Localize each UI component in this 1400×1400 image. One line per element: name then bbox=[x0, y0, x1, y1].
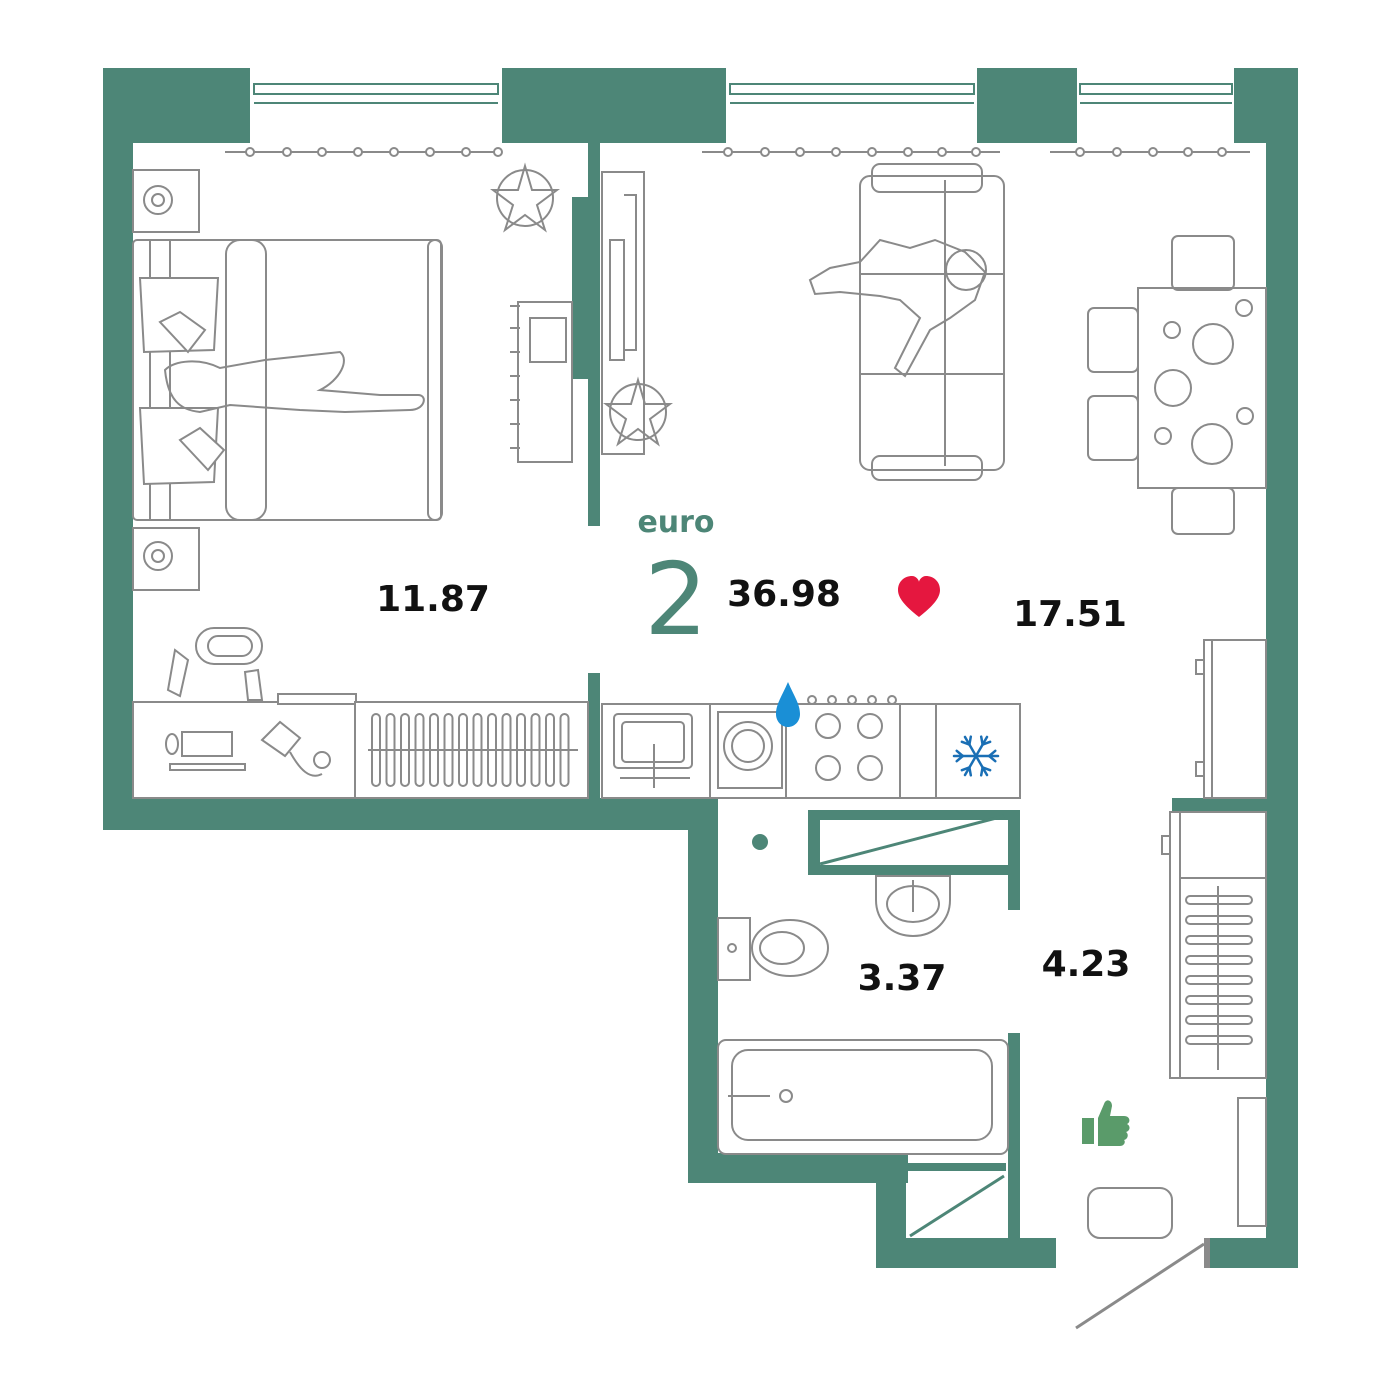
rooms-count: 2 bbox=[644, 541, 708, 658]
hanger bbox=[385, 713, 396, 787]
entrance-door-jamb bbox=[1204, 1238, 1210, 1268]
hanger bbox=[487, 713, 497, 787]
bathroom-area: 3.37 bbox=[858, 958, 947, 999]
hanger bbox=[545, 713, 555, 787]
walls bbox=[103, 68, 1298, 1268]
bathroom-fixtures bbox=[717, 814, 1009, 1238]
hanger bbox=[443, 713, 454, 787]
windows bbox=[253, 83, 1233, 104]
hanger bbox=[516, 713, 526, 787]
thumbs-up-icon bbox=[1082, 1100, 1130, 1146]
hallway-hangers bbox=[1185, 886, 1253, 1070]
wardrobe-hangers bbox=[371, 713, 570, 787]
entrance-door bbox=[1075, 1242, 1205, 1330]
bedroom-furniture bbox=[132, 162, 589, 799]
hanger bbox=[472, 713, 483, 787]
bedroom-area: 11.87 bbox=[376, 579, 490, 620]
total-area: 36.98 bbox=[727, 574, 841, 615]
hanger bbox=[458, 713, 468, 787]
heart-icon bbox=[898, 576, 940, 617]
water-drop-icon bbox=[776, 682, 800, 727]
hanger bbox=[429, 713, 439, 787]
curtain-rails bbox=[225, 147, 1250, 157]
living-kitchen-area: 17.51 bbox=[1013, 594, 1127, 635]
hanger bbox=[501, 713, 512, 787]
hanger bbox=[414, 713, 425, 787]
hanger bbox=[400, 713, 410, 787]
apartment-type-label: euro bbox=[637, 505, 714, 540]
hanger bbox=[371, 713, 381, 787]
snowflake-icon bbox=[952, 735, 1000, 777]
hanger bbox=[530, 713, 541, 787]
hallway-area: 4.23 bbox=[1042, 944, 1131, 985]
living-furniture bbox=[601, 163, 1267, 799]
hanger bbox=[559, 713, 570, 787]
